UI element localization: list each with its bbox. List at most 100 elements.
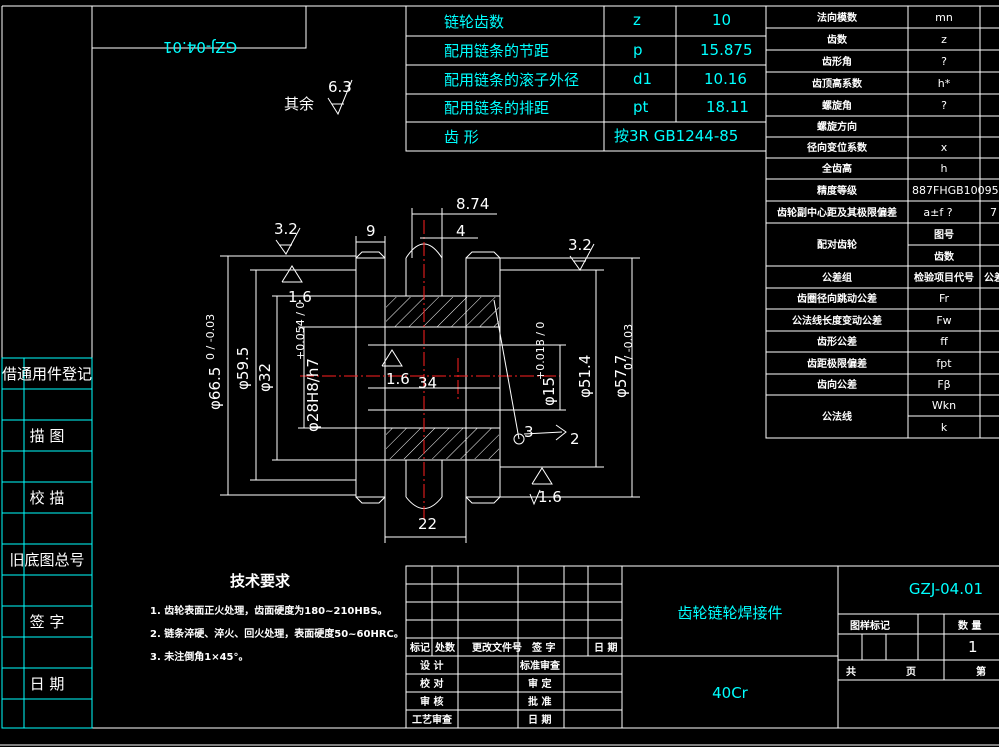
change-header: 更改文件号 — [472, 641, 522, 654]
item-2: 2 — [570, 430, 580, 448]
gear-param-symbol: Fr — [939, 292, 950, 305]
roughness-value: 3.2 — [274, 220, 298, 238]
gear-param-symbol: h* — [938, 77, 951, 90]
stamp-label: 日 期 — [30, 675, 65, 693]
material: 40Cr — [712, 684, 749, 702]
dim-59: φ59.5 — [234, 347, 252, 390]
roughness-symbols: 3.2 1.6 3.2 1.6 1.6 — [274, 220, 595, 506]
gear-param-name: 公差组 — [822, 271, 852, 284]
gear-param-name: 法向模数 — [817, 11, 858, 24]
param-name: 链轮齿数 — [444, 13, 504, 31]
param-symbol: p — [633, 41, 643, 59]
role-left: 设 计 — [420, 659, 443, 672]
drawing-code: GZJ-04.01 — [909, 580, 983, 598]
param-symbol: d1 — [633, 70, 652, 88]
dim-22: 22 — [418, 515, 437, 533]
param-value: 18.11 — [706, 98, 749, 116]
roughness-value: 1.6 — [538, 488, 562, 506]
drawing-title: 齿轮链轮焊接件 — [677, 604, 782, 622]
gear-param-name: 螺旋角 — [822, 99, 852, 112]
roughness-value: 3.2 — [568, 236, 592, 254]
gear-param-symbol: ? — [941, 55, 947, 68]
tech-item: 1. 齿轮表面正火处理，齿面硬度为180~210HBS。 — [150, 604, 388, 617]
role-right: 批 准 — [528, 695, 551, 708]
change-header: 签 字 — [531, 641, 555, 654]
gear-param-name: 齿数 — [827, 33, 848, 46]
param-symbol: z — [633, 11, 641, 29]
gear-param-symbol: 齿数 — [934, 250, 955, 263]
other-roughness-value: 6.3 — [328, 78, 352, 96]
param-value: 10 — [712, 11, 731, 29]
roughness-triangle — [281, 265, 303, 283]
role-left: 工艺审查 — [412, 713, 453, 726]
gear-param-name: 径向变位系数 — [807, 141, 868, 154]
gear-param-name: 齿顶高系数 — [812, 77, 863, 90]
sheet-num: 第 — [976, 665, 986, 678]
stamp-label: 借通用件登记 — [2, 365, 92, 383]
change-header: 日 期 — [594, 641, 617, 654]
quantity: 1 — [968, 638, 978, 656]
gear-param-symbol: 887FHGB10095- — [912, 184, 999, 197]
weight-label: 数 量 — [958, 619, 981, 632]
dim-outer-tol: 0 / -0.03 — [204, 314, 217, 360]
gear-param-name: 齿向公差 — [817, 378, 857, 391]
dim-bore-tol: +0.054 / 0 — [294, 302, 307, 360]
sheet-total: 共 — [846, 665, 856, 678]
gear-param-symbol: mn — [935, 11, 953, 24]
gear-param-name: 公法线 — [822, 410, 852, 423]
dim-57: φ57.7 — [612, 355, 630, 398]
gear-param-symbol: fpt — [936, 357, 952, 370]
gear-param-symbol: 检验项目代号 — [914, 271, 974, 284]
param-name: 齿 形 — [444, 128, 479, 146]
role-right: 日 期 — [528, 713, 551, 726]
gear-param-symbol: ? — [941, 99, 947, 112]
gear-param-name: 齿距极限偏差 — [807, 357, 867, 370]
gear-param-name: 全齿高 — [821, 162, 852, 175]
dim-34: 34 — [418, 374, 437, 392]
other-roughness-note: 其余 6.3 — [284, 78, 353, 116]
param-name: 配用链条的节距 — [444, 42, 549, 60]
param-symbol: 按3R GB1244-85 — [614, 127, 738, 145]
dim-bore: φ28H8/h7 — [304, 358, 322, 432]
tech-item: 2. 链条淬硬、淬火、回火处理，表面硬度50~60HRC。 — [150, 627, 404, 640]
dim-32: φ32 — [256, 363, 274, 392]
other-label: 其余 — [284, 95, 314, 113]
dim-57-tol: 0 / -0.03 — [622, 324, 635, 370]
dim-9: 9 — [366, 222, 376, 240]
gear-param-name: 齿轮副中心距及其极限偏差 — [777, 206, 897, 219]
role-right: 标准审查 — [519, 659, 561, 672]
param-name: 配用链条的排距 — [444, 99, 549, 117]
title-block — [405, 565, 999, 729]
gear-param-name: 齿形角 — [822, 55, 852, 68]
param-name: 配用链条的滚子外径 — [444, 71, 579, 89]
gear-param-symbol: Fw — [936, 314, 951, 327]
gear-param-name: 公法线长度变动公差 — [792, 314, 882, 327]
dimension-lines — [220, 208, 640, 543]
dim-outer: φ66.5 — [206, 367, 224, 410]
role-left: 审 核 — [420, 695, 443, 708]
gear-param-name: 螺旋方向 — [817, 120, 857, 133]
gear-param-name: 齿圈径向跳动公差 — [797, 292, 877, 305]
param-value: 10.16 — [704, 70, 747, 88]
tech-title: 技术要求 — [230, 572, 291, 590]
gear-param-extra: 公差 — [984, 271, 999, 284]
stage-label: 图样标记 — [850, 619, 890, 632]
param-value: 15.875 — [700, 41, 753, 59]
side-stamp-column: 借通用件登记 描 图 校 描 旧底图总号 签 字 日 期 — [1, 357, 93, 729]
gear-param-symbol: h — [941, 162, 948, 175]
stamp-label: 描 图 — [30, 427, 65, 445]
role-left: 校 对 — [420, 677, 443, 690]
dimension-text: φ66.5 0 / -0.03 φ59.5 φ32 φ28H8/h7 +0.05… — [204, 195, 635, 533]
dim-874: 8.74 — [456, 195, 489, 213]
roughness-value: 1.6 — [386, 370, 410, 388]
mirrored-drawing-code: GZJ-04.01 — [163, 38, 237, 56]
gear-param-symbol: 图号 — [934, 229, 954, 241]
gear-param-symbol: Fβ — [937, 378, 950, 391]
stamp-label: 旧底图总号 — [9, 551, 84, 569]
dim-4: 4 — [456, 222, 466, 240]
item-3: 3 — [524, 423, 534, 441]
role-right: 审 定 — [528, 677, 551, 690]
dim-15-tol: +0.018 / 0 — [534, 322, 547, 380]
gear-param-name: 配对齿轮 — [817, 238, 857, 251]
